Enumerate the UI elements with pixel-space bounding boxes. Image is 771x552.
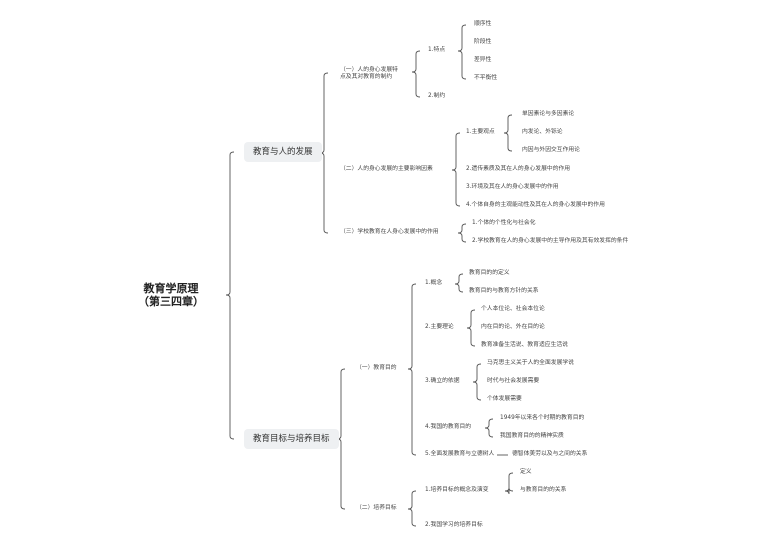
t2-s1-c3-label[interactable]: 3.确立的依据 [425, 378, 460, 384]
t1-s2-c2-label[interactable]: 2.遗传素质及其在人的身心发展中的作用 [466, 166, 571, 172]
t1-s3-item[interactable]: 2.学校教育在人的身心发展中的主导作用及其有效发挥的条件 [472, 238, 629, 244]
t2-s1-c4-item[interactable]: 我国教育目的的精神实质 [500, 433, 564, 439]
t2-s1-c1-item[interactable]: 教育目的与教育方针的关系 [469, 288, 539, 294]
t1-s2-c1-label[interactable]: 1.主要观点 [466, 129, 495, 135]
t1-s1-label[interactable]: （一）人的身心发展特 点及其对教育的制约 [340, 67, 398, 81]
t2-s1-c4-item[interactable]: 1949年以来各个时期的教育目的 [500, 415, 585, 421]
t2-s1-c1-brace [454, 273, 464, 293]
t1-s1-c1-item[interactable]: 阶段性 [474, 39, 492, 45]
t2-s1-c1-item[interactable]: 教育目的的定义 [469, 270, 510, 276]
t1-s1-label-line1: （一）人的身心发展特 [340, 67, 398, 73]
t1-s2-c4-label[interactable]: 4.个体自身的主观能动性及其在人的身心发展中的作用 [466, 202, 605, 208]
t1-s2-c1-item[interactable]: 单因素论与多因素论 [522, 111, 575, 117]
t2-s1-c3-brace [472, 363, 482, 401]
root-topic[interactable]: 教育学原理 （第三四章） [138, 282, 204, 308]
t2-s2-c1-item[interactable]: 与教育目的的关系 [520, 487, 567, 493]
t1-s3-label[interactable]: （三）学校教育在人身心发展中的作用 [340, 229, 439, 235]
t2-s1-c2-item[interactable]: 内在目的论、外在目的论 [481, 324, 545, 330]
t2-s2-c1-item[interactable]: 定义 [520, 469, 532, 475]
t1-s2-c3-label[interactable]: 3.环境及其在人的身心发展中的作用 [466, 184, 559, 190]
t2-s1-c3-item[interactable]: 时代与社会发展需要 [487, 378, 540, 384]
t2-s1-c2-brace [466, 309, 476, 347]
t1-s1-c1-item[interactable]: 差异性 [474, 57, 492, 63]
t2-s2-brace [407, 490, 417, 527]
topic-education-goals[interactable]: 教育目标与培养目标 [244, 429, 339, 450]
t1-s1-c1-item[interactable]: 不平衡性 [474, 75, 498, 81]
t2-s1-c1-label[interactable]: 1.概念 [425, 280, 443, 286]
t2-s1-c2-item[interactable]: 教育准备生活说、教育适应生活说 [481, 342, 568, 348]
t1-s1-c1-label[interactable]: 1.特点 [428, 47, 446, 53]
t2-s2-c2-label[interactable]: 2.我国学习的培养目标 [425, 522, 483, 528]
t2-s1-c2-label[interactable]: 2.主要理论 [425, 324, 454, 330]
t2-s2-c1-brace [504, 472, 514, 495]
t1-s2-brace [451, 132, 461, 207]
t1-s2-c1-item[interactable]: 内因与外因交互作用论 [522, 147, 580, 153]
t2-s1-brace [407, 283, 417, 456]
t2-s2-c1-label[interactable]: 1.培养目标的概念及演变 [425, 487, 489, 493]
t2-s1-c4-brace [484, 418, 494, 438]
t1-s1-label-line2: 点及其对教育的制约 [340, 73, 393, 80]
t1-s1-c2-label[interactable]: 2.制约 [428, 93, 446, 99]
t1-s1-c1-item[interactable]: 顺序性 [474, 21, 492, 27]
root-brace [225, 151, 235, 440]
t2-s1-c4-label[interactable]: 4.我国的教育目的 [425, 424, 472, 430]
t2-s2-label[interactable]: （二）培养目标 [356, 505, 397, 511]
t1-s1-brace [411, 50, 421, 98]
topic-education-and-development[interactable]: 教育与人的发展 [244, 142, 322, 163]
root-title-line2: （第三四章） [138, 295, 204, 309]
t2-s1-c3-item[interactable]: 马克思主义关于人的全面发展学说 [487, 360, 574, 366]
t1-s3-item[interactable]: 1.个体的个性化与社会化 [472, 220, 536, 226]
t2-s1-c5-label[interactable]: 5.全面发展教育与立德树人 [425, 451, 495, 457]
t1-s3-brace [457, 223, 467, 243]
t2-s1-c5-item[interactable]: 德智体美劳以及与之间的关系 [512, 451, 588, 457]
t2-s1-c2-item[interactable]: 个人本位论、社会本位论 [481, 306, 545, 312]
t1-s2-c1-brace [503, 114, 513, 152]
t2-s1-c3-item[interactable]: 个体发展需要 [487, 396, 522, 402]
root-title-line1: 教育学原理 [143, 282, 199, 295]
t1-s2-label[interactable]: （二）人的身心发展的主要影响因素 [340, 166, 433, 172]
t1-s1-c1-brace [457, 24, 467, 80]
t1-s2-c1-item[interactable]: 内发论、外铄论 [522, 129, 563, 135]
t2-s1-label[interactable]: （一）教育目的 [356, 365, 397, 371]
